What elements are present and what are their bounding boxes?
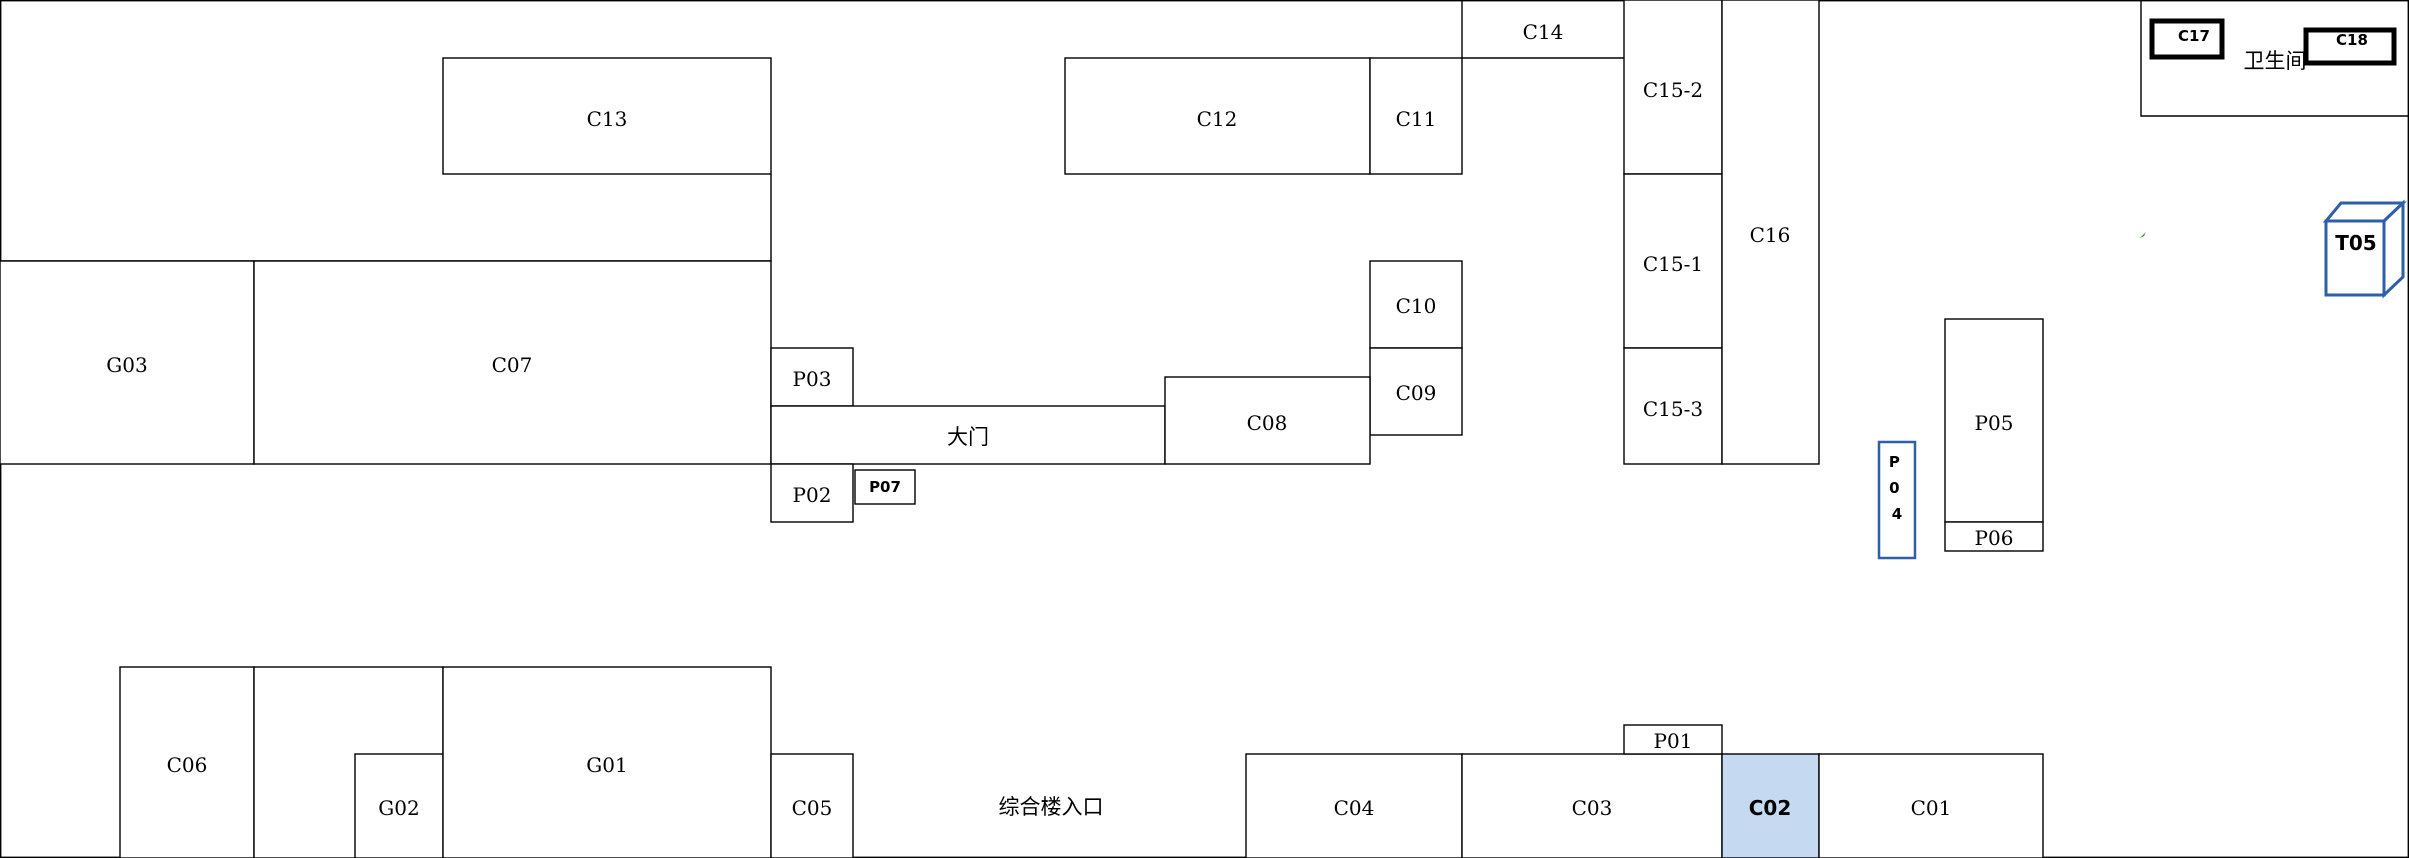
room-c03[interactable] (1461, 753, 1723, 858)
room-c15-1[interactable] (1623, 173, 1723, 349)
room-p02-label: P02 (793, 483, 832, 507)
room-c04-label: C04 (1334, 796, 1375, 820)
wall-c07-top (0, 174, 772, 262)
room-c15-2-label: C15-2 (1643, 78, 1703, 102)
room-p05[interactable] (1944, 318, 2044, 523)
room-c02-label: C02 (1749, 796, 1792, 820)
room-c05[interactable] (770, 753, 854, 858)
room-p06[interactable] (1944, 521, 2044, 552)
room-g02-label: G02 (378, 796, 419, 820)
room-g03-label: G03 (106, 353, 147, 377)
room-g03[interactable] (0, 260, 255, 465)
p04-letter-0: 0 (1889, 479, 1899, 497)
p04-letter-p: P (1889, 453, 1900, 471)
t05-cube[interactable]: T05 (2322, 199, 2407, 299)
room-c13-label: C13 (587, 107, 628, 131)
room-c16[interactable] (1721, 0, 1820, 465)
room-c12-label: C12 (1197, 107, 1238, 131)
room-p03[interactable] (770, 347, 854, 407)
room-c10-label: C10 (1396, 294, 1437, 318)
room-c07[interactable] (253, 260, 772, 465)
main-gate-label: 大门 (947, 425, 989, 449)
room-c10[interactable] (1369, 260, 1463, 349)
room-c17-label: C17 (2178, 27, 2210, 45)
room-p01-label: P01 (1654, 729, 1693, 753)
room-p01[interactable] (1623, 724, 1723, 755)
room-p06-label: P06 (1975, 526, 2014, 550)
t05-label: T05 (2335, 231, 2376, 255)
room-c18[interactable] (2303, 27, 2397, 66)
room-c07-label: C07 (492, 353, 533, 377)
room-p03-label: P03 (793, 367, 832, 391)
room-g02[interactable] (354, 753, 444, 858)
room-c11-label: C11 (1396, 107, 1437, 131)
t05-cube-side (2382, 199, 2405, 299)
room-p07-label: P07 (869, 478, 901, 496)
room-c17[interactable] (2149, 18, 2225, 60)
restroom-area (2140, 0, 2409, 117)
room-p04[interactable] (1877, 440, 1917, 560)
room-c15-3-label: C15-3 (1643, 397, 1703, 421)
room-c15-1-label: C15-1 (1643, 252, 1703, 276)
room-c02[interactable] (1721, 753, 1820, 858)
room-c13[interactable] (442, 57, 772, 175)
room-c01-label: C01 (1911, 796, 1952, 820)
room-c01[interactable] (1818, 753, 2044, 858)
room-c11[interactable] (1369, 57, 1463, 175)
green-mark (2140, 232, 2146, 238)
room-c15-3[interactable] (1623, 347, 1723, 465)
room-c15-2[interactable] (1623, 0, 1723, 175)
room-c16-label: C16 (1750, 223, 1791, 247)
room-c06-label: C06 (167, 753, 208, 777)
room-g01-label: G01 (586, 753, 627, 777)
room-p02[interactable] (770, 463, 854, 523)
room-c18-label: C18 (2336, 31, 2368, 49)
room-c05-label: C05 (792, 796, 833, 820)
room-p05-label: P05 (1975, 411, 2014, 435)
room-p04-label: P 0 4 (1889, 453, 1905, 523)
restroom-label: 卫生间 (2244, 49, 2307, 73)
room-c14-label: C14 (1523, 20, 1564, 44)
room-c08[interactable] (1164, 376, 1371, 465)
room-g01[interactable] (442, 666, 772, 858)
room-c08-label: C08 (1247, 411, 1288, 435)
room-c09-label: C09 (1396, 381, 1437, 405)
room-c12[interactable] (1064, 57, 1371, 175)
room-p07[interactable] (854, 469, 916, 505)
p04-letter-4: 4 (1892, 505, 1902, 523)
room-c03-label: C03 (1572, 796, 1613, 820)
wall-c14 (1461, 0, 1624, 59)
complex-entrance-label: 综合楼入口 (999, 795, 1104, 819)
room-c09[interactable] (1369, 347, 1463, 436)
